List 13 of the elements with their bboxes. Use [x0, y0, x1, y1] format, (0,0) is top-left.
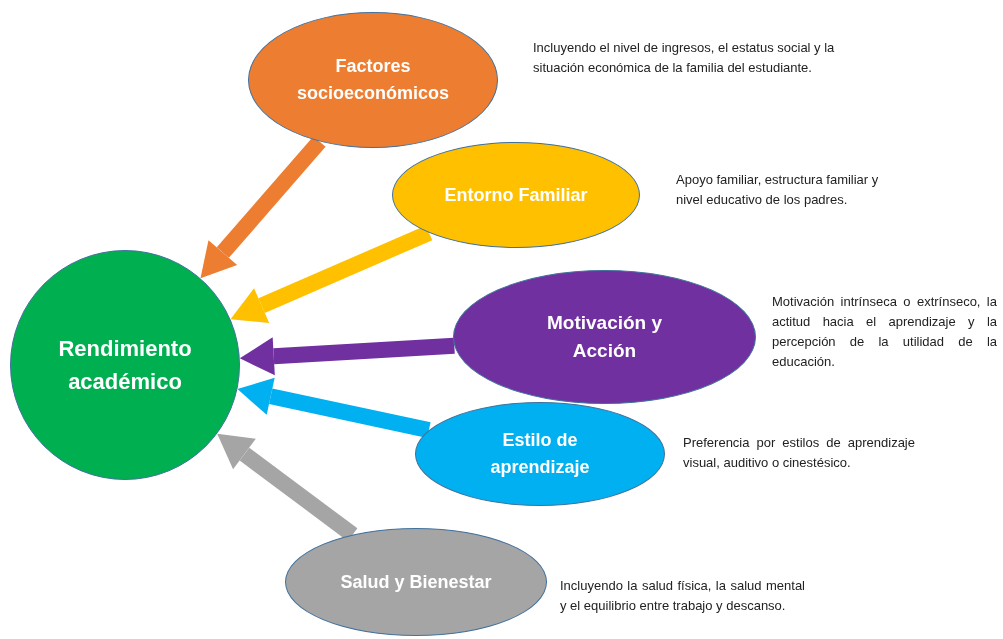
node-label: Factores socioeconómicos: [295, 55, 450, 105]
node-label: Entorno Familiar: [443, 183, 589, 207]
arrow: [237, 377, 431, 438]
description-text: Preferencia por estilos de aprendizaje visual, auditivo o cinestésico.: [683, 434, 915, 473]
arrow: [239, 337, 455, 376]
node-label: Motivación y Acción: [545, 310, 664, 363]
description-text: Apoyo familiar, estructura familiar y nivel educativo de los padres.: [676, 171, 880, 210]
description-text: Incluyendo la salud física, la salud mental y el equilibrio entre trabajo y descanso.: [560, 577, 805, 616]
node-label: Rendimiento académico: [57, 335, 193, 396]
description-text: Incluyendo el nivel de ingresos, el estatus social y la situación económica de la familia del estudiante.: [533, 39, 836, 78]
node-label: Estilo de aprendizaje: [489, 429, 591, 479]
description-text: Motivación intrínseca o extrínseco, la actitud hacia el aprendizaje y la percepción de la utilidad de la educación.: [772, 293, 997, 372]
node-label: Salud y Bienestar: [339, 570, 493, 594]
